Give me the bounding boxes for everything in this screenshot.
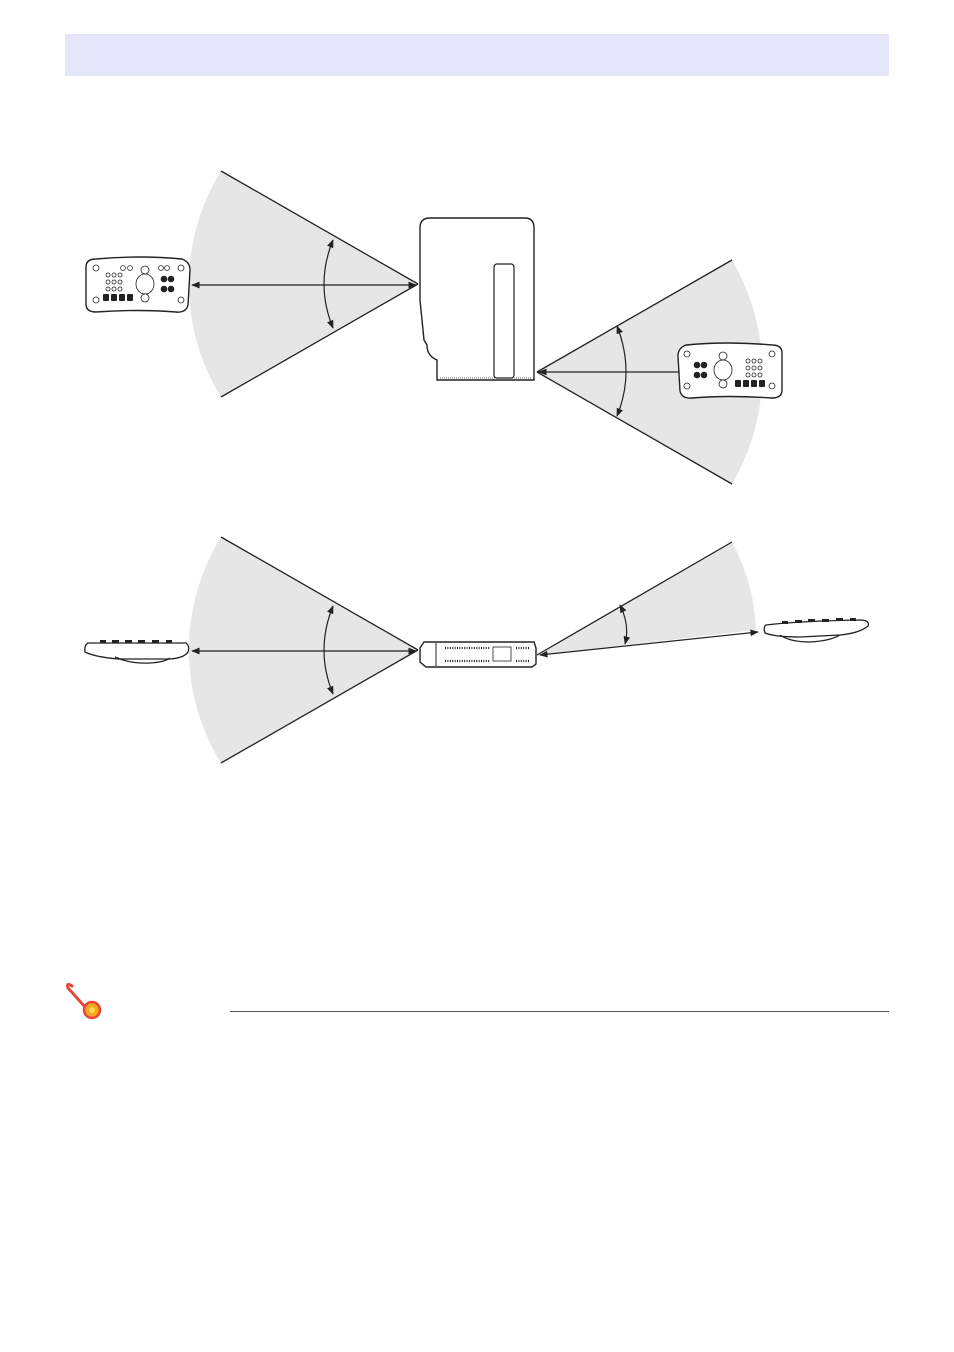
top-view-diagram: [85, 170, 783, 485]
remote-control-top-left: [85, 256, 191, 313]
remote-control-side-left: [84, 640, 190, 664]
range-edge: [220, 649, 419, 764]
range-edge: [536, 259, 733, 373]
projector-top-view: [419, 217, 535, 381]
remote-control-side-right: [763, 618, 870, 643]
projector-side-view: [419, 641, 537, 668]
angle-arrow: [323, 605, 334, 695]
range-edge: [220, 170, 419, 285]
range-edge: [220, 283, 419, 398]
header-bar: [65, 34, 889, 76]
angle-arrow: [323, 239, 334, 329]
important-pin-icon: [66, 982, 102, 1020]
reception-range-right: [537, 542, 756, 655]
side-view-diagram: [84, 536, 870, 764]
range-edge: [220, 536, 419, 651]
distance-arrow: [539, 629, 759, 658]
range-edge: [536, 371, 733, 485]
angle-arrow: [616, 325, 627, 417]
important-divider: [230, 1011, 889, 1012]
reception-range-left: [188, 537, 418, 763]
remote-control-top-right: [677, 342, 783, 399]
angle-arrow: [619, 604, 631, 645]
reception-range-left: [188, 171, 418, 397]
